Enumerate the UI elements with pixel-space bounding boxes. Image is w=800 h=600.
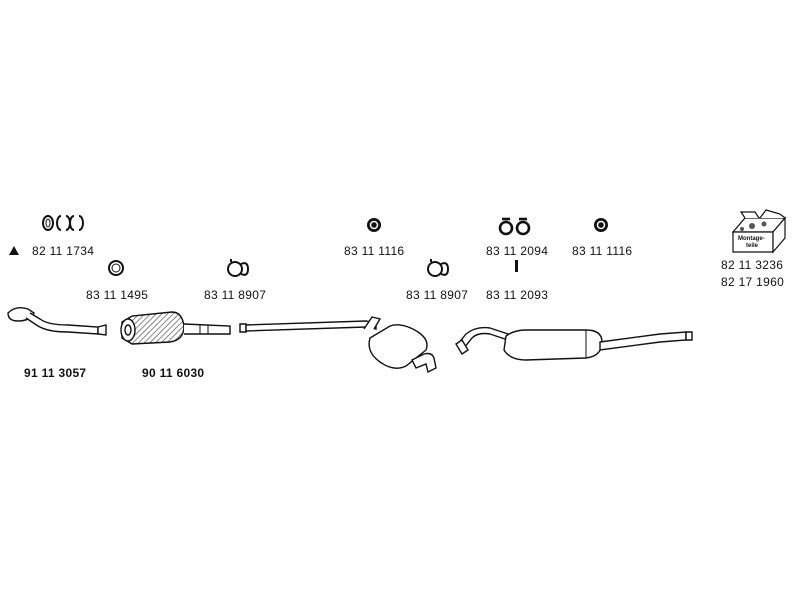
part-number-flange-gasket: 83 11 1116 [572,244,633,258]
rear-silencer-part [455,326,693,361]
catalytic-converter-part [120,311,231,345]
part-number-rubber-mount: 83 11 2094 [486,244,549,258]
part-number-hanger-pin: 83 11 2093 [486,288,549,302]
middle-silencer-part [239,316,437,374]
part-number-catalytic-converter: 90 11 6030 [142,366,205,380]
part-number-gasket-kit: 82 11 1734 [32,244,95,258]
part-number-flange-gasket: 83 11 1116 [344,244,405,258]
part-number-ring-gasket: 83 11 1495 [86,288,149,302]
front-pipe-part [7,306,107,336]
clamp-icon [227,259,250,277]
mounting-box-label: teile [746,243,759,249]
gasket-kit-icon [42,215,84,231]
warning-triangle-icon [9,246,19,255]
mounting-box-label: Montage- [738,236,765,242]
part-number-clamp: 83 11 8907 [204,288,267,302]
clamp-icon [427,259,450,277]
part-number-mounting-kit: 82 11 3236 [721,258,784,272]
flange-gasket-icon [367,218,381,232]
part-number-clamp: 83 11 8907 [406,288,469,302]
part-number-mounting-kit: 82 17 1960 [721,275,785,289]
rubber-mount-icon [498,217,531,236]
ring-gasket-icon [108,260,124,276]
hanger-pin-icon [515,260,518,272]
mounting-parts-box-icon: Montage- teile [731,209,787,254]
flange-gasket-icon [594,218,608,232]
part-number-front-pipe: 91 11 3057 [24,366,87,380]
